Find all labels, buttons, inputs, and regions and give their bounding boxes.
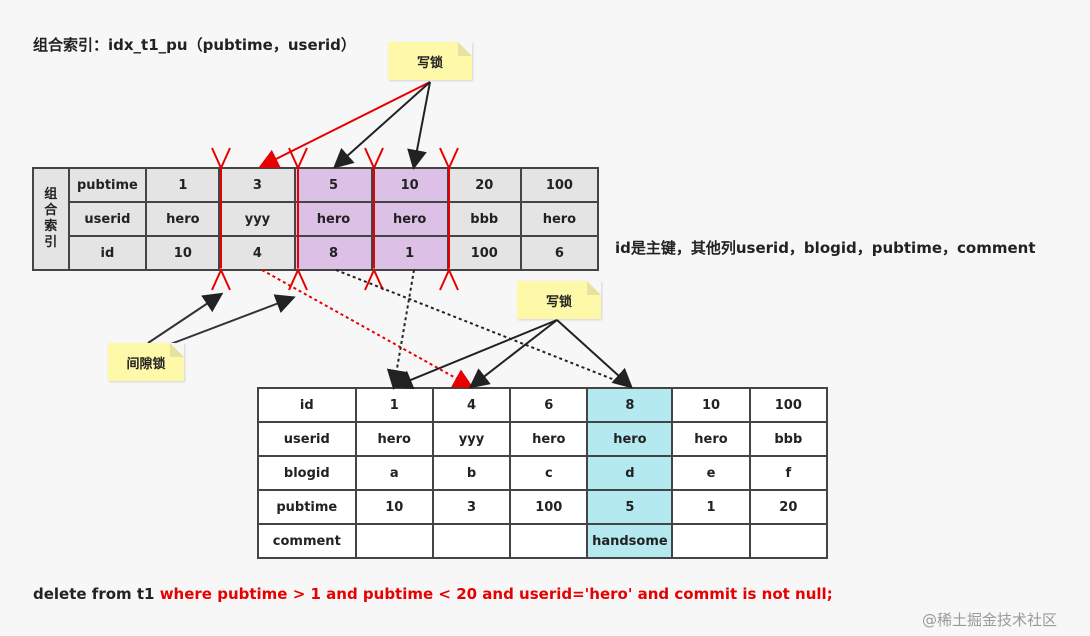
main-cell [354,523,434,559]
index-row-pubtime: 组 合 索 引 pubtime 1 3 5 10 20 100 [32,167,600,271]
gap-lock-markers [211,147,459,291]
index-cell: hero [370,201,449,237]
index-cell: 4 [218,235,297,271]
main-cell: 100 [748,387,829,423]
main-cell: e [671,455,751,491]
main-cell: handsome [586,523,674,559]
main-cell: a [354,455,434,491]
side-char: 引 [44,235,58,250]
main-cell: hero [509,421,589,457]
main-header-comment: comment [257,523,357,559]
main-cell: 8 [586,387,674,423]
main-row-userid: userid hero yyy hero hero hero bbb [257,421,829,457]
index-cell: 1 [370,235,449,271]
index-cell: hero [145,201,221,237]
main-cell [748,523,829,559]
main-header-userid: userid [257,421,357,457]
main-cell: 6 [509,387,589,423]
main-row-comment: comment handsome [257,523,829,559]
side-char: 组 [44,187,58,202]
main-cell: 1 [354,387,434,423]
sql-condition: where pubtime > 1 and pubtime < 20 and u… [159,585,833,603]
index-cell: 100 [446,235,522,271]
sql-prefix: delete from t1 [33,585,160,603]
write-lock-arrow-red [258,81,431,168]
main-cell: hero [671,421,751,457]
gap-marker [288,147,308,291]
lookup-arrow [335,269,631,387]
watermark: @稀土掘金技术社区 [922,611,1058,629]
index-cell: 8 [294,235,373,271]
row-lock-arrow [392,319,558,390]
write-lock-arrow [407,81,431,170]
index-cell: 6 [519,235,600,271]
main-cell [671,523,751,559]
main-row-id: id 1 4 6 8 10 100 [257,387,829,423]
side-char: 合 [44,203,58,218]
main-header-pubtime: pubtime [257,489,357,525]
composite-index-table: 组 合 索 引 pubtime 1 3 5 10 20 100 userid h… [32,167,600,271]
main-cell: hero [586,421,674,457]
main-cell: b [431,455,512,491]
row-lock-arrow [468,319,558,389]
main-cell: 10 [671,387,751,423]
index-cell: 1 [145,167,221,203]
index-cell: 100 [519,167,600,203]
index-cell: bbb [446,201,522,237]
index-header-id: id [67,235,148,271]
main-cell: bbb [748,421,829,457]
main-header-id: id [257,387,357,423]
index-cell: 10 [370,167,449,203]
index-header-pubtime: pubtime [67,167,148,203]
gap-lock-arrow [154,294,296,351]
index-row-userid: userid hero yyy hero hero bbb hero [33,201,600,237]
side-char: 索 [44,219,58,234]
index-cell: yyy [218,201,297,237]
main-header-blogid: blogid [257,455,357,491]
index-header-userid: userid [67,201,148,237]
gap-marker [211,147,231,291]
main-cell: 20 [748,489,829,525]
row-lock-arrow [556,319,633,389]
gap-marker [439,147,459,291]
index-cell: hero [294,201,373,237]
index-row-id: id 10 4 8 1 100 6 [33,235,600,271]
main-cell: d [586,455,674,491]
gap-lock-arrow [147,292,224,344]
primary-table: id 1 4 6 8 10 100 userid hero yyy hero h… [257,387,829,559]
write-lock-note-top: 写锁 [388,42,472,80]
main-cell: 100 [509,489,589,525]
main-cell: 3 [431,489,512,525]
index-cell: 5 [294,167,373,203]
diagram-title: 组合索引：idx_t1_pu（pubtime，userid） [33,36,356,54]
main-cell: f [748,455,829,491]
main-row-pubtime: pubtime 10 3 100 5 1 20 [257,489,829,525]
main-cell: yyy [431,421,512,457]
write-lock-note-bottom: 写锁 [517,281,601,319]
primary-key-note: id是主键，其他列userid，blogid，pubtime，comment [615,239,1036,257]
lookup-arrow-red [261,269,474,388]
main-cell: 10 [354,489,434,525]
main-cell: 1 [671,489,751,525]
main-cell: 4 [431,387,512,423]
gap-lock-note: 间隙锁 [108,343,184,381]
index-cell: 3 [218,167,297,203]
gap-marker [364,147,384,291]
main-cell [509,523,589,559]
main-cell: 5 [586,489,674,525]
write-lock-arrow [333,81,431,169]
main-cell: hero [354,421,434,457]
main-cell: c [509,455,589,491]
main-cell [431,523,512,559]
index-side-label: 组 合 索 引 [32,167,70,271]
main-row-blogid: blogid a b c d e f [257,455,829,491]
index-cell: 10 [145,235,221,271]
index-cell: hero [519,201,600,237]
lookup-arrow [386,269,415,390]
index-cell: 20 [446,167,522,203]
sql-statement: delete from t1 where pubtime > 1 and pub… [33,585,833,603]
